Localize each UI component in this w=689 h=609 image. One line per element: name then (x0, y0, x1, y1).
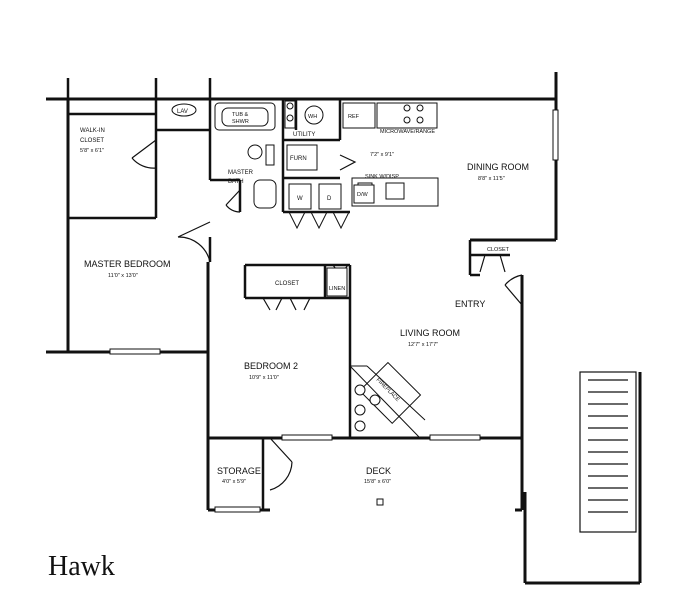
plan-title: Hawk (48, 551, 115, 582)
interior-walls (66, 78, 510, 510)
lav-label: LAV (177, 109, 188, 115)
bedroom2-dims: 10'9" x 11'0" (249, 375, 279, 381)
master-bedroom-dims: 11'0" x 13'0" (108, 273, 138, 279)
dining-room-dims: 8'8" x 11'5" (478, 176, 505, 182)
walk-in-closet-dims: 5'8" x 6'1" (80, 148, 104, 154)
door-swings (131, 139, 523, 491)
sink-label: SINK W/DISP (365, 174, 399, 180)
storage-dims: 4'0" x 5'9" (222, 479, 246, 485)
walk-in-closet-label-1: WALK-IN (80, 128, 105, 134)
dryer-label: D (327, 196, 332, 202)
ref-label: REF (348, 114, 360, 120)
exterior-walls (46, 72, 642, 585)
deck-label: DECK (366, 466, 391, 476)
master-bath-label-1: MASTER (228, 170, 254, 176)
living-room-label: LIVING ROOM (400, 328, 460, 338)
master-bath-label-2: BATH (228, 179, 244, 185)
entry-closet-label: CLOSET (487, 247, 510, 253)
storage-label: STORAGE (217, 466, 261, 476)
bedroom2-closet-label: CLOSET (275, 281, 299, 287)
washer-label: W (297, 196, 303, 202)
bedroom2-label: BEDROOM 2 (244, 361, 298, 371)
dw-label: D/W (357, 192, 369, 198)
entry-label: ENTRY (455, 299, 485, 309)
exterior-stairs (579, 371, 637, 533)
fixtures (171, 100, 439, 506)
windows (109, 109, 559, 513)
master-bedroom-label: MASTER BEDROOM (84, 259, 171, 269)
wh-label: WH (308, 114, 317, 120)
walk-in-closet-label-2: CLOSET (80, 138, 104, 144)
deck-dims: 15'8" x 6'0" (364, 479, 391, 485)
tub-label-1: TUB & (232, 112, 249, 118)
kitchen-dims: 7'2" x 9'1" (370, 152, 394, 158)
linen-label: LINEN (329, 286, 345, 292)
cabinet-triangles (288, 211, 350, 230)
dining-room-label: DINING ROOM (467, 162, 529, 172)
utility-label: UTILITY (293, 132, 315, 138)
living-room-dims: 12'7" x 17'7" (408, 342, 438, 348)
tub-label-2: SHWR (232, 119, 249, 125)
furn-label: FURN (290, 156, 307, 162)
microwave-label: MICROWAVE/RANGE (380, 129, 435, 135)
